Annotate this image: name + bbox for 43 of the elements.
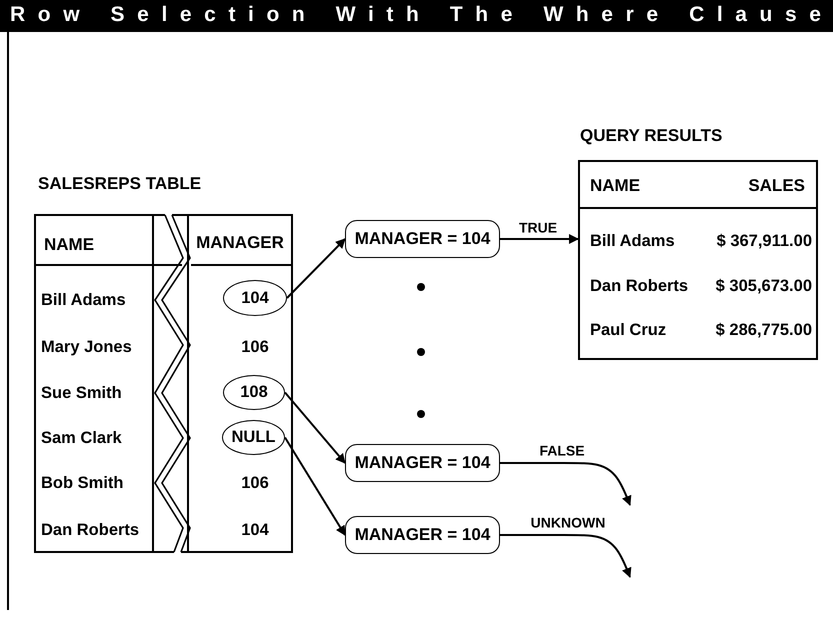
edge-label: TRUE (518, 220, 558, 236)
column-header: NAME (44, 235, 94, 255)
table-cell: Dan Roberts (41, 520, 140, 540)
condition-text: MANAGER = 104 (354, 229, 490, 249)
table-cell: 104 (241, 520, 269, 540)
table-cell: $ 367,911.00 (716, 231, 812, 251)
table-cell: 106 (241, 473, 269, 493)
cell-value: 104 (241, 288, 269, 308)
highlight-oval (223, 375, 285, 410)
arrow (284, 436, 346, 536)
cell-value: 108 (240, 383, 268, 402)
table-cell: Paul Cruz (590, 320, 666, 340)
column-header: MANAGER (196, 233, 284, 253)
highlight-oval (223, 280, 287, 316)
table-cell: $ 286,775.00 (716, 320, 812, 340)
arrow (500, 534, 632, 578)
column-header: SALES (748, 176, 805, 196)
table-cell: Dan Roberts (590, 276, 688, 296)
arrow (500, 462, 632, 506)
table-cell: Bob Smith (41, 473, 124, 493)
table-title: QUERY RESULTS (580, 126, 722, 146)
arrow (284, 392, 346, 464)
table-cell: $ 305,673.00 (716, 276, 812, 296)
title: Row Selection With The Where Clause (10, 3, 833, 27)
highlight-oval (222, 420, 285, 455)
table-cell: Sam Clark (41, 428, 122, 448)
arrow (286, 238, 346, 299)
edge-label: FALSE (538, 444, 586, 458)
table-cell: Bill Adams (41, 290, 126, 310)
condition-box (345, 220, 500, 258)
table-title: SALESREPS TABLE (38, 174, 202, 194)
table-cell: Mary Jones (41, 337, 132, 357)
table-cell: Bill Adams (590, 231, 675, 251)
condition-text: MANAGER = 104 (354, 453, 490, 473)
condition-box (345, 516, 500, 554)
table-cell: Sue Smith (41, 383, 122, 403)
condition-box (345, 444, 500, 482)
arrow (500, 234, 579, 244)
column-header: NAME (590, 176, 640, 196)
condition-text: MANAGER = 104 (354, 525, 490, 545)
table-cell: 106 (241, 337, 269, 357)
cell-value: NULL (232, 428, 276, 447)
edge-label: UNKNOWN (530, 516, 606, 530)
